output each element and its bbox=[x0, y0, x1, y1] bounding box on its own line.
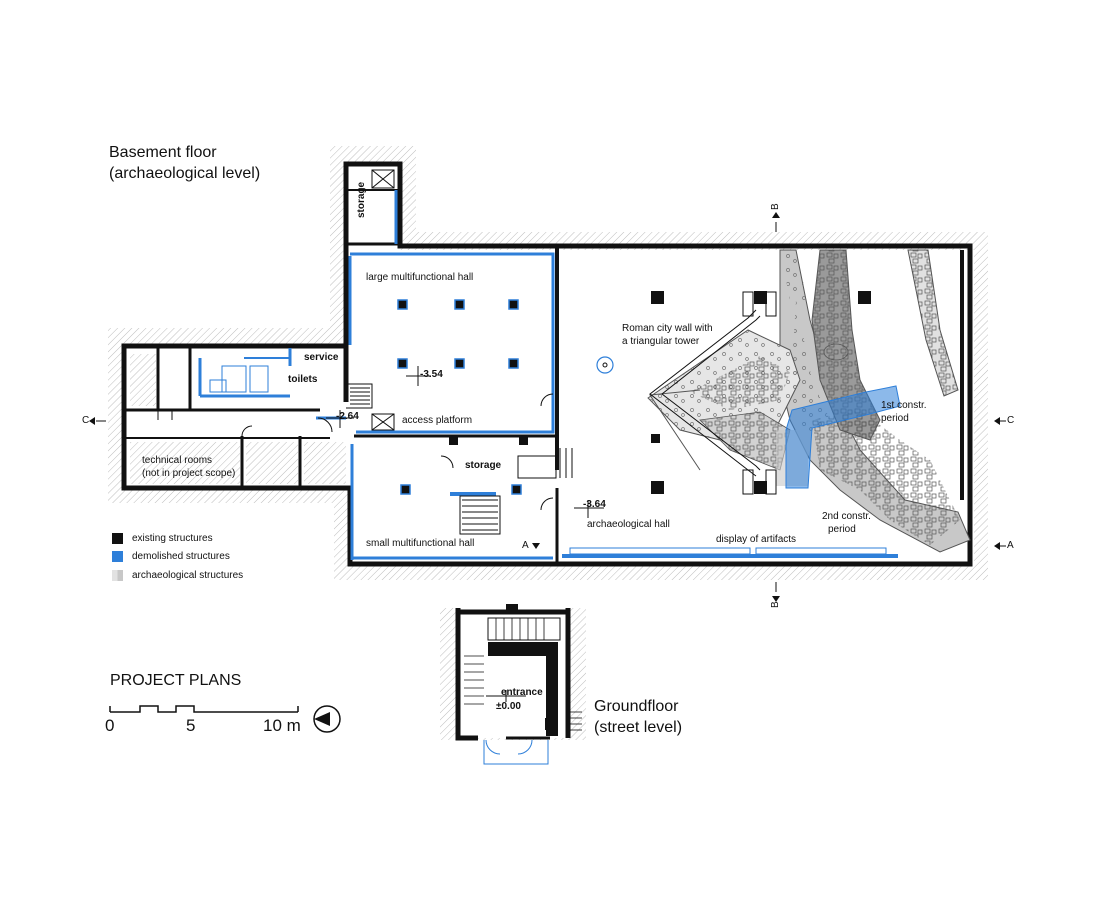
annotation-second-period: 2nd constr. bbox=[822, 511, 871, 522]
columns-existing bbox=[449, 291, 871, 494]
project-plans-title: PROJECT PLANS bbox=[110, 672, 242, 689]
interior-details bbox=[130, 169, 614, 535]
room-label-storage-top: storage bbox=[356, 181, 367, 218]
groundfloor-title: Groundfloor bbox=[594, 698, 679, 715]
room-label-technical: technical rooms bbox=[142, 455, 213, 466]
level-archaeological: -3.64 bbox=[583, 499, 606, 510]
section-label-a-right: A bbox=[1007, 540, 1014, 551]
existing-walls bbox=[121, 161, 973, 567]
legend-item-existing: existing structures bbox=[112, 531, 213, 545]
section-label-c-right: C bbox=[1007, 415, 1015, 426]
room-label-display: display of artifacts bbox=[716, 534, 797, 545]
scale-mark-5: 5 bbox=[186, 716, 196, 735]
legend-swatch-archaeological bbox=[112, 569, 123, 581]
basement-subtitle: (archaeological level) bbox=[109, 165, 261, 182]
annotation-first-period-line2: period bbox=[881, 413, 909, 424]
legend-item-demolished: demolished structures bbox=[112, 549, 230, 563]
groundfloor-plan bbox=[440, 604, 586, 765]
triangular-tower-outline bbox=[649, 291, 777, 495]
demolished-ramp bbox=[785, 385, 901, 489]
section-label-b-top: B bbox=[770, 203, 781, 210]
section-label-b-bottom: B bbox=[770, 601, 781, 608]
section-label-a-small: A bbox=[522, 540, 529, 551]
annotation-second-period-line2: period bbox=[828, 524, 856, 535]
scale-bar bbox=[109, 705, 299, 713]
room-label-archaeological-hall: archaeological hall bbox=[587, 519, 670, 530]
room-label-access-platform: access platform bbox=[402, 415, 473, 426]
groundfloor-subtitle: (street level) bbox=[594, 719, 683, 736]
room-label-large-hall: large multifunctional hall bbox=[366, 272, 474, 283]
demolished-walls bbox=[198, 190, 898, 560]
annotation-roman-wall: Roman city wall with bbox=[622, 323, 713, 334]
legend-item-archaeological: archaeological structures bbox=[112, 568, 243, 582]
room-label-storage-mid: storage bbox=[465, 460, 502, 471]
section-arrows bbox=[89, 212, 1000, 602]
level-large-hall: -3.54 bbox=[420, 369, 443, 380]
columns-demolished bbox=[397, 299, 522, 495]
room-label-toilets: toilets bbox=[288, 374, 318, 385]
room-label-technical-note: (not in project scope) bbox=[142, 468, 236, 479]
legend-label-archaeological: archaeological structures bbox=[132, 569, 244, 581]
room-label-service: service bbox=[304, 352, 339, 363]
legend-swatch-demolished bbox=[112, 550, 123, 562]
section-label-c-left: C bbox=[82, 415, 90, 426]
legend-label-existing: existing structures bbox=[132, 532, 213, 544]
annotation-first-period: 1st constr. bbox=[881, 400, 927, 411]
annotation-roman-tower: a triangular tower bbox=[622, 336, 700, 347]
level-markers bbox=[326, 366, 604, 518]
archaeological-remains bbox=[647, 249, 971, 553]
scale-mark-10: 10 m bbox=[263, 716, 301, 735]
basement-title: Basement floor bbox=[109, 144, 217, 161]
scale-mark-0: 0 bbox=[105, 716, 115, 735]
north-arrow-icon bbox=[313, 705, 341, 733]
level-entrance: ±0.00 bbox=[496, 701, 521, 712]
room-label-small-hall: small multifunctional hall bbox=[366, 538, 475, 549]
legend-label-demolished: demolished structures bbox=[132, 550, 230, 562]
display-cases bbox=[569, 547, 887, 555]
legend-swatch-existing bbox=[112, 532, 123, 544]
room-label-entrance: entrance bbox=[501, 687, 543, 698]
level-access: -2.64 bbox=[336, 411, 359, 422]
